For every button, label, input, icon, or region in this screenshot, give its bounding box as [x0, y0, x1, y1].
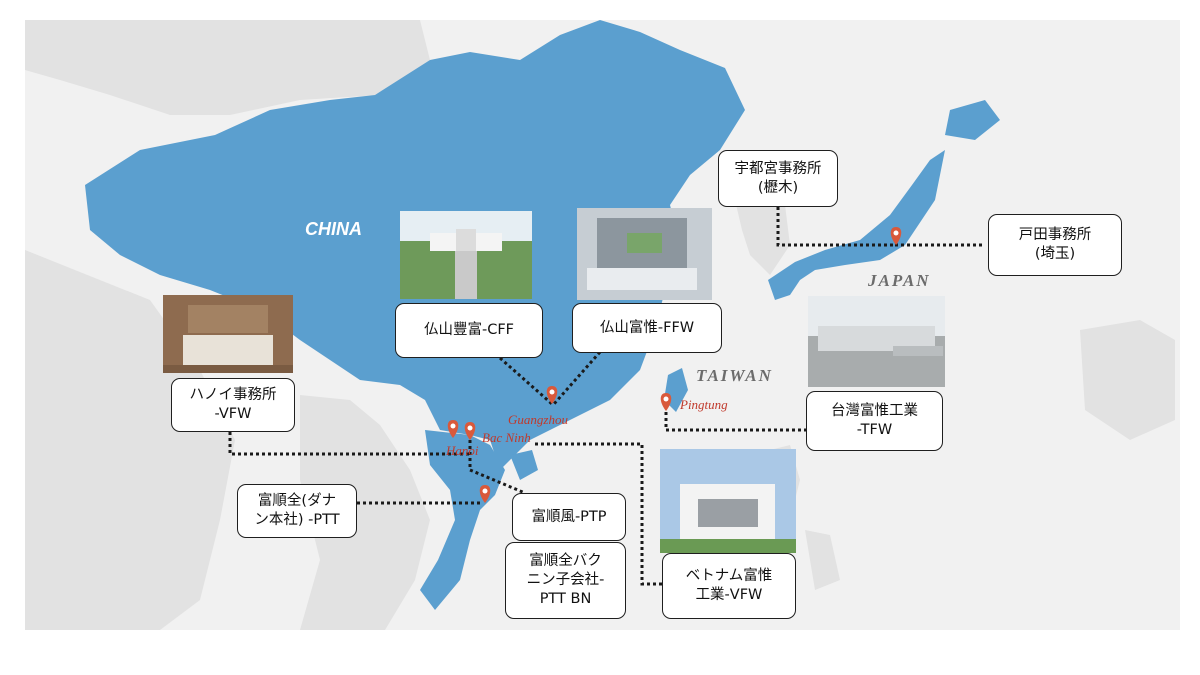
site-box-vfw[interactable]: ベトナム富惟 工業-VFW: [662, 553, 796, 619]
site-label-ptt-bn-line3: PTT BN: [539, 591, 592, 607]
site-label-utsunomiya-line2: (櫪木): [757, 179, 799, 196]
site-box-utsunomiya[interactable]: 宇都宮事務所 (櫪木): [718, 150, 838, 207]
site-label-ptt-bn-line1: 富順全バク: [529, 553, 602, 569]
map-pin-icon[interactable]: [447, 420, 459, 438]
city-label-bac-ninh: Bac Ninh: [482, 430, 531, 445]
country-label-china: CHINA: [305, 219, 362, 239]
site-label-ffw: 仏山富惟-FFW: [599, 319, 695, 336]
map-pin-icon[interactable]: [890, 227, 902, 245]
connector-vfw: [535, 442, 662, 586]
site-box-ptt-bn[interactable]: 富順全バク ニン子会社- PTT BN: [505, 542, 626, 619]
country-label-taiwan: TAIWAN: [696, 366, 773, 385]
site-label-vfw-line2: 工業-VFW: [695, 587, 763, 603]
site-label-hanoi-office-line1: ハノイ事務所: [189, 387, 277, 403]
pacific-islands-land: [1080, 320, 1175, 440]
site-label-ptt-bn-line2: ニン子会社-: [526, 572, 605, 588]
site-label-hanoi-office-line2: -VFW: [214, 406, 252, 422]
korea-land: [735, 190, 790, 275]
hanoi-office-photo: [163, 295, 293, 373]
connector-ptp: [468, 440, 526, 495]
connector-tfw: [664, 406, 806, 432]
ffw-factory-photo: [577, 208, 712, 300]
site-box-ptt[interactable]: 富順全(ダナ ン本社) -PTT: [237, 484, 357, 538]
site-label-cff: 仏山豐富-CFF: [423, 322, 515, 338]
cff-factory-photo: [400, 211, 532, 299]
site-label-ptt-line1: 富順全(ダナ: [257, 493, 337, 509]
mongolia-russia-land: [25, 20, 430, 115]
site-box-tfw[interactable]: 台灣富惟工業 -TFW: [806, 391, 943, 451]
map-pin-icon[interactable]: [464, 422, 476, 440]
japan-land: [768, 100, 1000, 300]
connector-hanoi-office: [228, 432, 470, 456]
site-box-ptp[interactable]: 富順風-PTP: [512, 493, 626, 541]
map-pin-icon[interactable]: [546, 386, 558, 404]
city-label-hanoi: Hanoi: [446, 443, 479, 458]
site-label-toda-line2: (埼玉): [1034, 246, 1076, 262]
map-pin-icon[interactable]: [479, 485, 491, 503]
map-pin-icon[interactable]: [660, 393, 672, 411]
country-label-japan: JAPAN: [868, 271, 931, 290]
hainan-land: [510, 450, 538, 480]
site-box-toda[interactable]: 戸田事務所 (埼玉): [988, 214, 1122, 276]
site-box-ffw[interactable]: 仏山富惟-FFW: [572, 303, 722, 353]
site-label-toda-line1: 戸田事務所: [1018, 227, 1092, 243]
site-label-vfw-line1: ベトナム富惟: [685, 568, 773, 584]
south-asia-land: [25, 250, 235, 630]
site-box-hanoi-office[interactable]: ハノイ事務所 -VFW: [171, 378, 295, 432]
site-box-cff[interactable]: 仏山豐富-CFF: [395, 303, 543, 358]
site-label-tfw-line1: 台灣富惟工業: [831, 403, 918, 419]
vfw-factory-photo: [660, 449, 796, 553]
city-label-pingtung: Pingtung: [680, 397, 728, 412]
site-label-ptt-line2: ン本社) -PTT: [254, 512, 340, 528]
site-label-utsunomiya-line1: 宇都宮事務所: [734, 160, 822, 177]
connector-utsunomiya: [776, 207, 893, 247]
tfw-factory-photo: [808, 296, 945, 387]
site-label-ptp: 富順風-PTP: [531, 508, 607, 525]
indochina-land: [300, 395, 430, 630]
city-label-guangzhou: Guangzhou: [508, 412, 568, 427]
site-label-tfw-line2: -TFW: [856, 422, 893, 438]
